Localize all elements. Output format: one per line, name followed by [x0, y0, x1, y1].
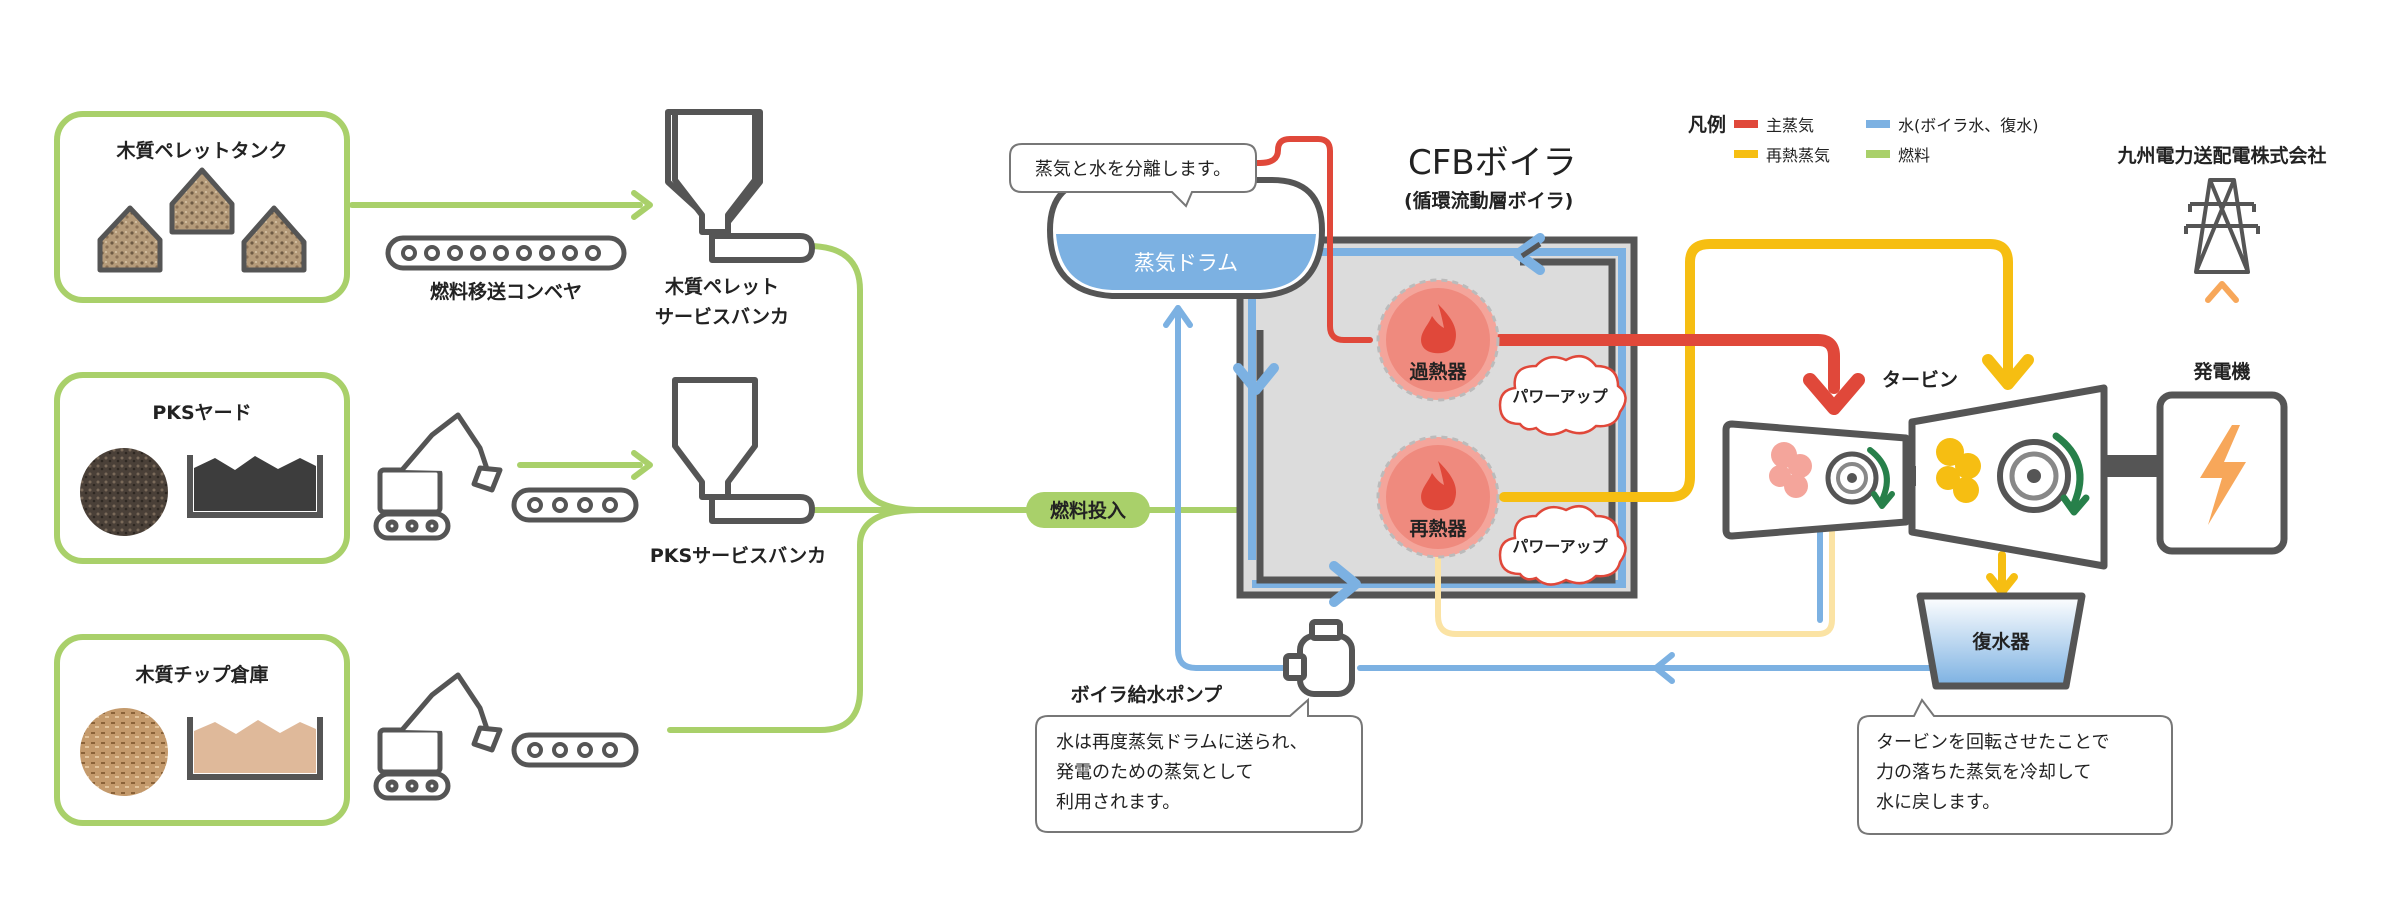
feed-pump-label: ボイラ給水ポンプ — [1071, 683, 1223, 706]
fuel-flow-lines — [349, 202, 1283, 733]
chip-bin-icon — [194, 720, 316, 773]
turbine-label: タービン — [1882, 369, 1958, 391]
circulation-arrow-icon — [1513, 233, 1545, 275]
pellet-pile-icon — [97, 167, 307, 273]
fuel-conveyor-3 — [511, 732, 639, 768]
pump-callout-line1: 水は再度蒸気ドラムに送られ、 — [1056, 732, 1308, 753]
reheater-label: 再熱器 — [1409, 517, 1467, 540]
condenser-callout-line3: 水に戻します。 — [1876, 792, 2000, 813]
boiler-title: CFBボイラ — [1408, 143, 1577, 183]
reheat-arrow-icon — [1982, 354, 2034, 390]
legend: 凡例 主蒸気 再熱蒸気 水(ボイラ水、復水) 燃料 — [1688, 113, 2039, 165]
rotor-icon — [1825, 451, 1879, 505]
condenser-callout-line2: 力の落ちた蒸気を冷却して — [1876, 762, 2091, 783]
steam-puff-icon — [1936, 438, 1981, 503]
steam-drum-label: 蒸気ドラム — [1134, 251, 1238, 275]
pump-callout-line2: 発電のための蒸気として — [1056, 762, 1253, 783]
pump-callout-line3: 利用されます。 — [1056, 792, 1180, 813]
power-up-cloud: パワーアップ — [1498, 354, 1627, 436]
steam-drum-callout: 蒸気と水を分離します。 — [1009, 143, 1257, 208]
main-steam-riser — [1247, 136, 1373, 343]
condenser-callout: タービンを回転させたことで 力の落ちた蒸気を冷却して 水に戻します。 — [1857, 698, 2173, 835]
legend-swatch-main-steam — [1734, 120, 1758, 128]
pump-callout: 水は再度蒸気ドラムに送られ、 発電のための蒸気として 利用されます。 — [1035, 697, 1363, 833]
flame-icon — [1421, 461, 1457, 511]
legend-swatch-water — [1866, 120, 1890, 128]
rotation-arrow-icon — [2060, 494, 2090, 516]
condenser-label: 復水器 — [1971, 630, 2030, 653]
chip-pile-icon — [80, 708, 168, 796]
exhaust-arrow-icon — [1986, 573, 2018, 596]
main-steam-arrow-icon — [1803, 373, 1865, 415]
reheat-steam-lines — [1499, 239, 2013, 502]
fuel-input-label: 燃料投入 — [1050, 499, 1126, 522]
superheater: 過熱器 — [1376, 278, 1500, 402]
pks-service-bunker-icon — [672, 377, 815, 524]
fuel-conveyor-1 — [385, 235, 627, 271]
condenser: 復水器 — [1916, 592, 2086, 690]
pellet-tank-label: 木質ペレットタンク — [115, 139, 287, 162]
fuel-input-badge: 燃料投入 — [1026, 492, 1150, 528]
power-out-arrow-icon — [2205, 281, 2239, 303]
legend-water: 水(ボイラ水、復水) — [1898, 116, 2039, 135]
flame-icon — [1421, 304, 1457, 354]
boiler-subtitle: (循環流動層ボイラ) — [1404, 189, 1573, 212]
pellet-bunker-label-1: 木質ペレット — [664, 275, 779, 298]
main-steam-line — [1494, 334, 1840, 394]
transmission-tower-icon — [2184, 178, 2260, 274]
steam-puff-icon — [1769, 442, 1812, 498]
legend-title: 凡例 — [1688, 113, 1726, 136]
reheat-return-line — [1435, 517, 1835, 637]
water-flow-lines — [1175, 305, 1933, 671]
condenser-callout-line1: タービンを回転させたことで — [1876, 732, 2109, 753]
pellet-bunker-label-2: サービスバンカ — [655, 306, 789, 328]
rotor-icon — [1997, 439, 2071, 513]
legend-reheat-steam: 再熱蒸気 — [1766, 146, 1830, 165]
steam-drum-callout-text: 蒸気と水を分離します。 — [1035, 159, 1231, 180]
circulation-arrow-icon — [1329, 561, 1361, 607]
water-arrow-icon — [1163, 305, 1193, 328]
pks-bin-icon — [194, 456, 316, 511]
excavator-icon — [373, 412, 503, 541]
chip-warehouse-label: 木質チップ倉庫 — [134, 663, 268, 686]
legend-main-steam: 主蒸気 — [1766, 116, 1814, 135]
pellet-service-bunker-icon — [665, 109, 815, 263]
superheater-label: 過熱器 — [1409, 360, 1467, 383]
fuel-conveyor-2 — [511, 487, 639, 523]
reheater: 再熱器 — [1376, 435, 1500, 559]
source-pellet-tank: 木質ペレットタンク — [54, 111, 350, 303]
circulation-arrow-icon — [1233, 363, 1279, 395]
legend-swatch-reheat-steam — [1734, 150, 1758, 158]
excavator-icon — [373, 672, 503, 801]
feed-pump-icon — [1283, 619, 1355, 697]
turbine — [1722, 384, 2160, 570]
generator — [2156, 391, 2288, 555]
power-up-label: パワーアップ — [1512, 387, 1608, 406]
pks-pile-icon — [80, 448, 168, 536]
legend-fuel: 燃料 — [1898, 146, 1930, 165]
legend-swatch-fuel — [1866, 150, 1890, 158]
rotation-arrow-icon — [1871, 491, 1895, 509]
lightning-icon — [2200, 425, 2246, 525]
generator-label: 発電機 — [2192, 360, 2250, 383]
conveyor-label: 燃料移送コンベヤ — [430, 280, 582, 303]
grid-operator-label: 九州電力送配電株式会社 — [2116, 144, 2326, 167]
pks-bunker-label: PKSサービスバンカ — [650, 545, 826, 567]
source-pks-yard: PKSヤード — [54, 372, 350, 564]
power-up-label: パワーアップ — [1512, 537, 1608, 556]
water-arrow-icon — [1653, 652, 1675, 684]
pks-yard-label: PKSヤード — [152, 402, 251, 424]
source-chip-warehouse: 木質チップ倉庫 — [54, 634, 350, 826]
power-up-cloud: パワーアップ — [1498, 504, 1627, 586]
